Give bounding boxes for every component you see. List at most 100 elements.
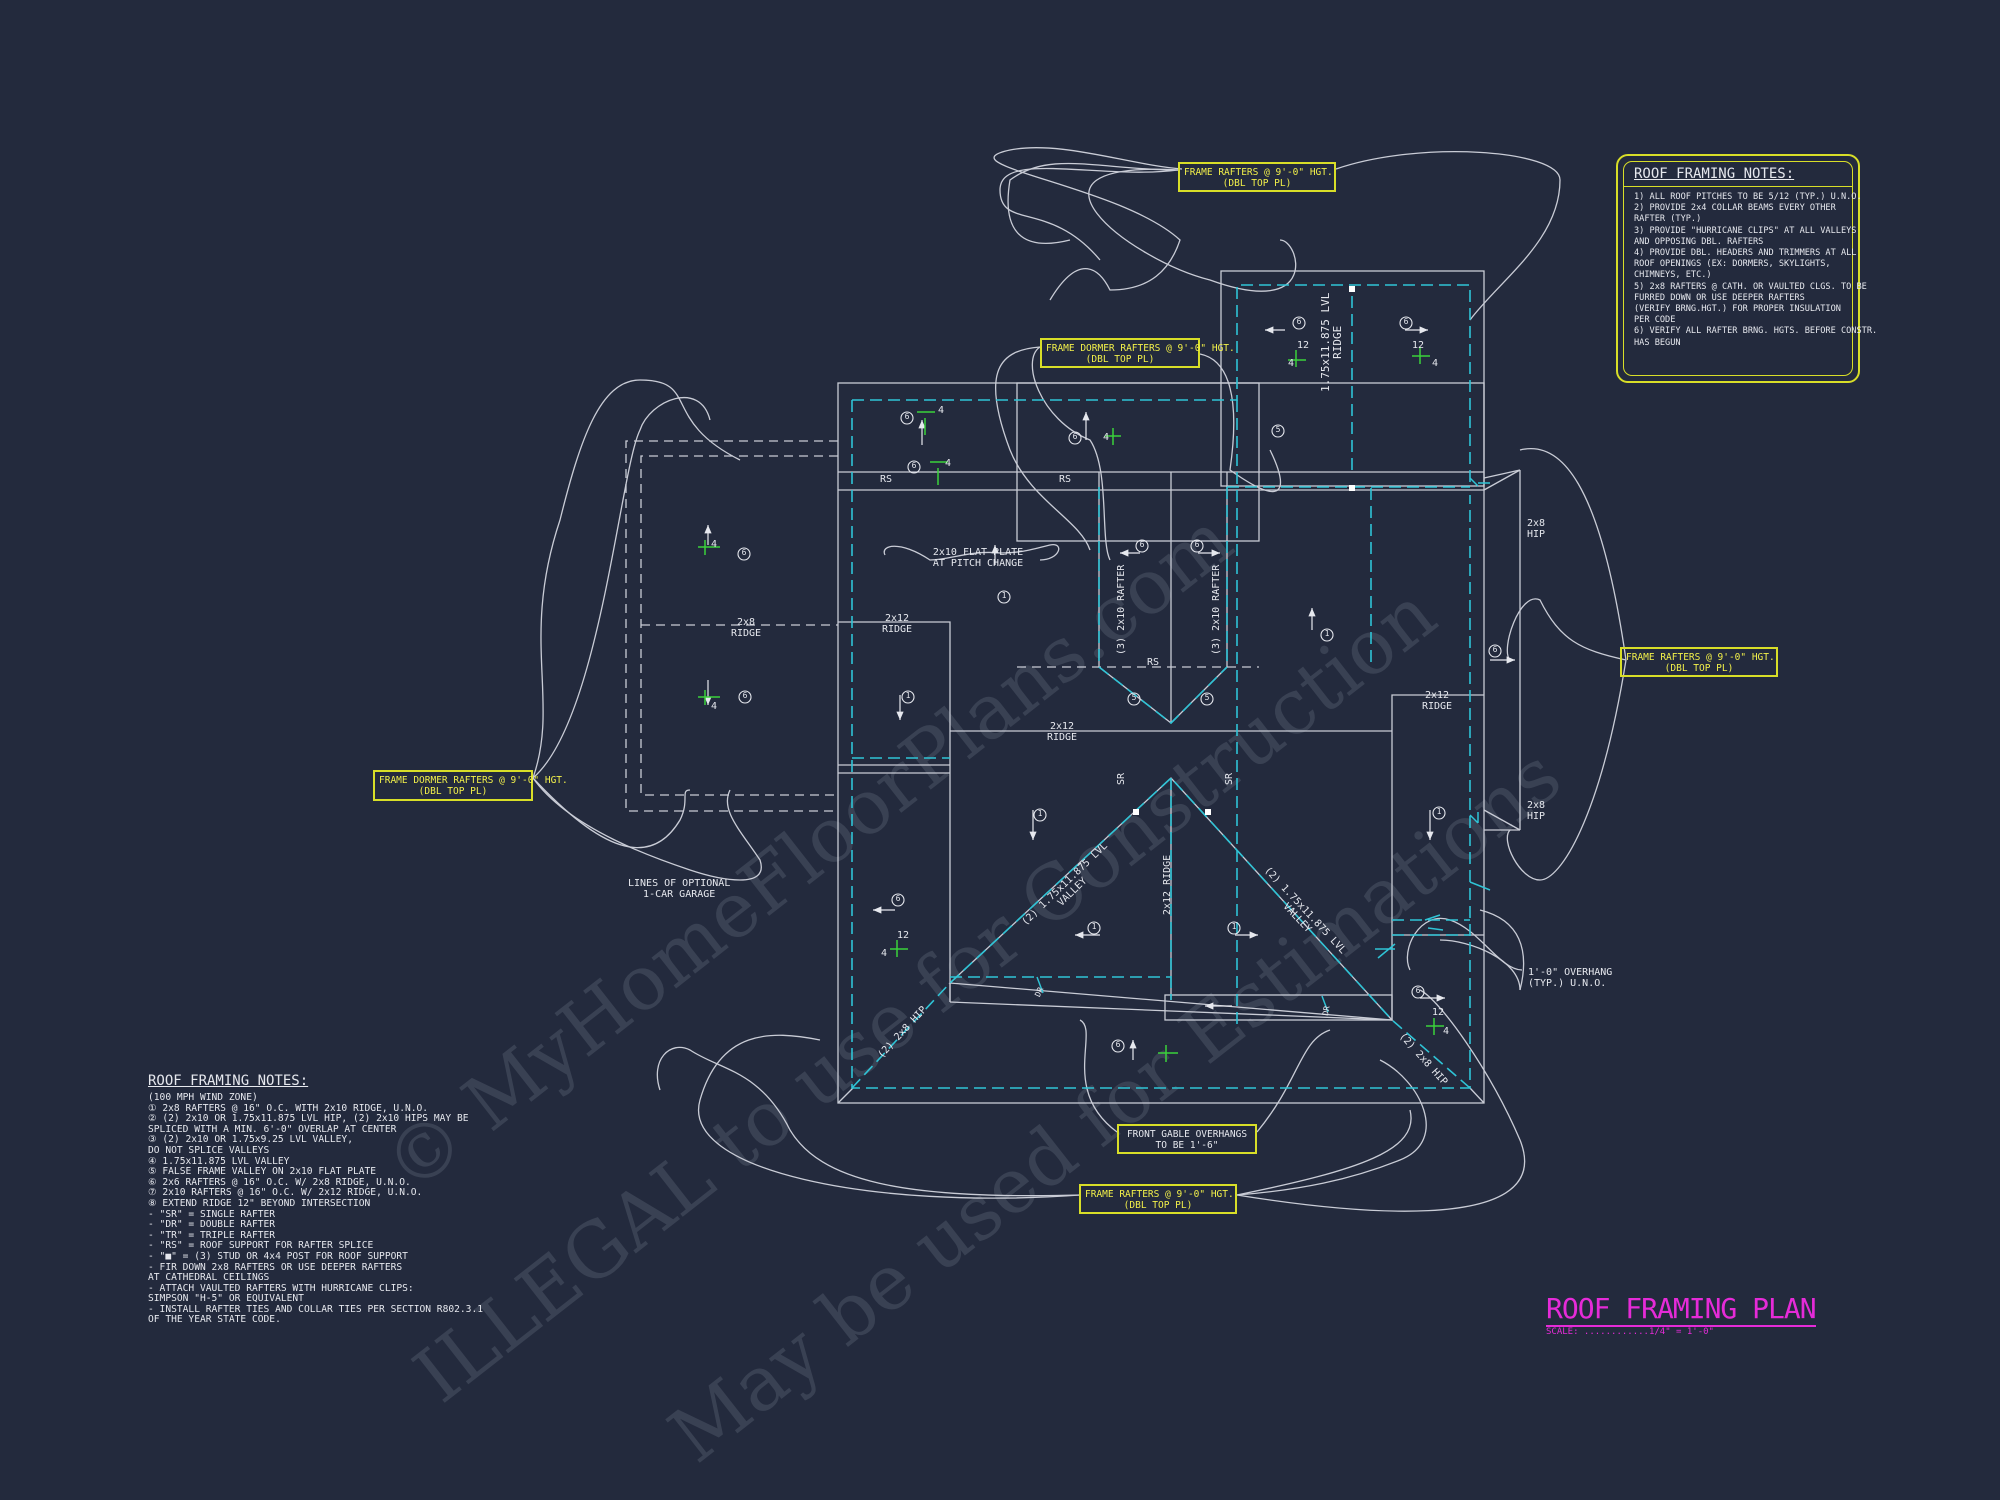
marker-6: 6 bbox=[1296, 317, 1302, 326]
pitch-rise: 4 bbox=[711, 539, 718, 550]
callout-top-rafters: FRAME RAFTERS @ 9'-0" HGT.(DBL TOP PL) bbox=[1178, 162, 1336, 192]
note-line: - FIR DOWN 2x8 RAFTERS OR USE DEEPER RAF… bbox=[148, 1261, 403, 1273]
notes-left-heading: ROOF FRAMING NOTES: bbox=[148, 1073, 309, 1089]
note-line: HAS BEGUN bbox=[1634, 337, 1681, 348]
note-line: ⑥ 2x6 RAFTERS @ 16" O.C. W/ 2x8 RIDGE, U… bbox=[148, 1176, 411, 1188]
marker-6: 6 bbox=[742, 691, 748, 700]
pitch-rise: 4 bbox=[938, 405, 945, 416]
marker-6: 6 bbox=[1072, 432, 1078, 441]
marker-1: 1 bbox=[1091, 922, 1097, 931]
marker-6: 6 bbox=[741, 548, 747, 557]
pitch-rise: 4 bbox=[711, 701, 718, 712]
note-line: (VERIFY BRNG.HGT.) FOR PROPER INSULATION bbox=[1634, 304, 1841, 315]
marker-6: 6 bbox=[911, 461, 917, 470]
marker-5: 5 bbox=[1131, 693, 1137, 702]
marker-6: 6 bbox=[1139, 540, 1145, 549]
roof-framing-notes-box: ROOF FRAMING NOTES: 1) ALL ROOF PITCHES … bbox=[1616, 154, 1878, 383]
plan-scale: SCALE: ............1/4" = 1'-0" bbox=[1546, 1327, 1714, 1337]
sr-label: SR bbox=[1224, 772, 1235, 785]
note-line: ① 2x8 RAFTERS @ 16" O.C. WITH 2x10 RIDGE… bbox=[148, 1102, 429, 1114]
rs-label: RS bbox=[880, 474, 893, 485]
note-line: - ATTACH VAULTED RAFTERS WITH HURRICANE … bbox=[148, 1282, 414, 1294]
marker-6: 6 bbox=[1415, 986, 1421, 995]
roof-framing-notes-list: ROOF FRAMING NOTES: (100 MPH WIND ZONE) … bbox=[148, 1073, 488, 1326]
rafter-arrows bbox=[704, 326, 1515, 1060]
pitch-rise: 4 bbox=[1103, 432, 1110, 443]
pitch-rise: 4 bbox=[881, 948, 888, 959]
marker-1: 1 bbox=[1037, 809, 1043, 818]
callout-right-rafters: FRAME RAFTERS @ 9'-0" HGT.(DBL TOP PL) bbox=[1620, 647, 1778, 677]
notes-right-heading: ROOF FRAMING NOTES: bbox=[1634, 166, 1795, 182]
dr-label: DR bbox=[1321, 1005, 1332, 1017]
note-line: ROOF OPENINGS (EX: DORMERS, SKYLIGHTS, bbox=[1634, 259, 1831, 270]
note-line: PER CODE bbox=[1634, 315, 1676, 326]
note-line: ⑤ FALSE FRAME VALLEY ON 2x10 FLAT PLATE bbox=[148, 1166, 377, 1178]
rs-label: RS bbox=[1059, 474, 1072, 485]
note-line: - "■" = (3) STUD OR 4x4 POST FOR ROOF SU… bbox=[148, 1250, 408, 1262]
note-line: 2) PROVIDE 2x4 COLLAR BEAMS EVERY OTHER bbox=[1634, 203, 1836, 214]
note-line: FURRED DOWN OR USE DEEPER RAFTERS bbox=[1634, 292, 1805, 303]
callout-dormer-left: FRAME DORMER RAFTERS @ 9'-0" HGT.(DBL TO… bbox=[373, 770, 568, 801]
note-line: AND OPPOSING DBL. RAFTERS bbox=[1634, 236, 1764, 247]
clip-marks bbox=[1036, 477, 1491, 1013]
note-line: ⑦ 2x10 RAFTERS @ 16" O.C. W/ 2x12 RIDGE,… bbox=[148, 1187, 423, 1199]
note-line: 6) VERIFY ALL RAFTER BRNG. HGTS. BEFORE … bbox=[1634, 326, 1878, 337]
note-line: - INSTALL RAFTER TIES AND COLLAR TIES PE… bbox=[148, 1303, 484, 1315]
pitch-symbols bbox=[698, 347, 1444, 1062]
pitch-run: 12 bbox=[1432, 1007, 1445, 1018]
note-line: DO NOT SPLICE VALLEYS bbox=[148, 1144, 270, 1156]
note-line: AT CATHEDRAL CEILINGS bbox=[148, 1272, 270, 1284]
pitch-run: 12 bbox=[1297, 340, 1310, 351]
note-line: CHIMNEYS, ETC.) bbox=[1634, 270, 1712, 281]
rs-label: RS bbox=[1147, 657, 1160, 668]
leader-lines bbox=[532, 147, 1627, 1212]
note-line: - "SR" = SINGLE RAFTER bbox=[148, 1208, 276, 1220]
rafter-3-2x10-right-label: (3) 2x10 RAFTER bbox=[1211, 564, 1222, 655]
note-line: ③ (2) 2x10 OR 1.75x9.25 LVL VALLEY, bbox=[148, 1134, 353, 1146]
support-posts bbox=[1133, 286, 1355, 815]
plan-title: ROOF FRAMING PLAN bbox=[1546, 1292, 1817, 1327]
callout-dormer-top: FRAME DORMER RAFTERS @ 9'-0" HGT.(DBL TO… bbox=[1040, 338, 1235, 368]
note-line: - "TR" = TRIPLE RAFTER bbox=[148, 1229, 276, 1241]
pitch-rise: 4 bbox=[1432, 358, 1439, 369]
note-line: OF THE YEAR STATE CODE. bbox=[148, 1314, 281, 1326]
pitch-rise: 4 bbox=[945, 458, 952, 469]
sr-label: SR bbox=[1116, 772, 1127, 785]
rafter-3-2x10-left-label: (3) 2x10 RAFTER bbox=[1116, 564, 1127, 655]
note-line: ② (2) 2x10 OR 1.75x11.875 LVL HIP, (2) 2… bbox=[148, 1113, 469, 1125]
pitch-run: 12 bbox=[1412, 340, 1425, 351]
overhang-label: 1'-0" OVERHANG(TYP.) U.N.O. bbox=[1528, 967, 1613, 989]
marker-1: 1 bbox=[1324, 629, 1330, 638]
note-line: SPLICED WITH A MIN. 6'-0" OVERLAP AT CEN… bbox=[148, 1123, 397, 1135]
marker-1: 1 bbox=[1001, 591, 1007, 600]
note-line: 3) PROVIDE "HURRICANE CLIPS" AT ALL VALL… bbox=[1634, 225, 1857, 236]
note-line: ⑧ EXTEND RIDGE 12" BEYOND INTERSECTION bbox=[148, 1197, 371, 1209]
marker-1: 1 bbox=[1436, 807, 1442, 816]
marker-1: 1 bbox=[905, 691, 911, 700]
marker-6: 6 bbox=[1403, 317, 1409, 326]
marker-5: 5 bbox=[1275, 425, 1281, 434]
marker-6: 6 bbox=[895, 894, 901, 903]
marker-6: 6 bbox=[904, 412, 910, 421]
markers bbox=[737, 316, 1502, 1053]
marker-6: 6 bbox=[1115, 1040, 1121, 1049]
note-line: (100 MPH WIND ZONE) bbox=[148, 1092, 258, 1103]
note-line: - "RS" = ROOF SUPPORT FOR RAFTER SPLICE bbox=[148, 1240, 374, 1252]
marker-6: 6 bbox=[1194, 540, 1200, 549]
optional-garage-outline bbox=[625, 440, 1259, 812]
pitch-rise: 4 bbox=[1443, 1026, 1450, 1037]
roof-outline bbox=[837, 270, 1521, 1104]
plate-lines bbox=[851, 284, 1471, 1089]
pitch-run: 12 bbox=[897, 930, 910, 941]
